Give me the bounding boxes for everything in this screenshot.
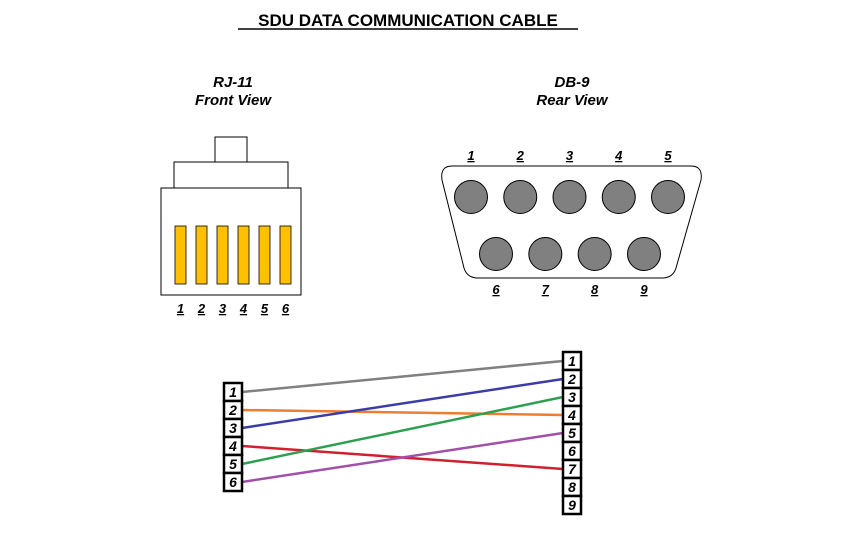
rj11-wire-pin-label: 5 (229, 456, 237, 472)
db9-wire-pin-label: 8 (568, 479, 576, 495)
db9-connector: 1 2 3 4 5 6 7 8 9 (441, 148, 702, 297)
rj11-wire-pin-label: 3 (229, 420, 237, 436)
db9-pin-4 (601, 180, 636, 214)
db9-pin-label: 3 (566, 148, 574, 163)
rj11-contact-1 (174, 225, 187, 285)
rj11-wire-pin-label: 2 (228, 402, 237, 418)
db9-pin-label: 2 (516, 148, 525, 163)
db9-wire-pin-label: 5 (568, 425, 576, 441)
rj11-pin-label: 6 (282, 301, 290, 316)
rj11-pin-label: 3 (219, 301, 227, 316)
db9-pin-8 (577, 237, 612, 271)
wire-2-to-4 (241, 408, 564, 417)
page-title: SDU DATA COMMUNICATION CABLE (258, 11, 558, 30)
db9-pin-7 (528, 237, 563, 271)
db9-wire-pin-label: 1 (568, 353, 576, 369)
db9-wire-pin-label: 3 (568, 389, 576, 405)
rj11-pin-label: 4 (239, 301, 248, 316)
db9-pin-9 (626, 237, 661, 271)
db9-pin-1 (454, 180, 488, 214)
db9-wire-pin-label: 4 (567, 407, 576, 423)
db9-pin-label: 7 (542, 282, 550, 297)
rj11-contact-4 (237, 225, 250, 285)
db9-wire-pin-label: 7 (568, 461, 577, 477)
db9-wire-pin-label: 6 (568, 443, 576, 459)
rj11-pin-label: 2 (197, 301, 206, 316)
rj11-contact-5 (258, 225, 271, 285)
wire-6-to-5 (241, 431, 564, 484)
wiring-diagram: 1 2 3 4 5 6 1 2 3 4 5 6 7 8 9 (222, 350, 583, 516)
db9-pin-label: 8 (591, 282, 599, 297)
db9-pin-label: 4 (614, 148, 623, 163)
rj11-pin-label: 1 (177, 301, 184, 316)
rj11-wire-pin-box-6 (222, 471, 244, 493)
rj11-shoulder (173, 161, 289, 190)
rj11-name: RJ-11 (213, 74, 253, 91)
db9-pin-3 (552, 180, 587, 214)
rj11-contact-2 (195, 225, 208, 285)
db9-pin-label: 9 (640, 282, 648, 297)
rj11-contact-3 (216, 225, 229, 285)
db9-pin-6 (479, 237, 513, 271)
rj11-view-label: Front View (195, 92, 272, 109)
rj11-wire-pin-label: 4 (228, 438, 237, 454)
db9-pin-2 (503, 180, 538, 214)
rj11-latch (214, 136, 248, 164)
db9-view-label: Rear View (536, 92, 608, 109)
rj11-wire-pin-label: 1 (229, 384, 237, 400)
rj11-wire-pin-label: 6 (229, 474, 237, 490)
db9-pin-label: 1 (467, 148, 474, 163)
db9-wire-pin-label: 2 (567, 371, 576, 387)
rj11-contact-6 (279, 225, 292, 285)
rj11-pin-column: 1 2 3 4 5 6 (222, 381, 244, 493)
wire-1-to-1 (241, 359, 564, 394)
db9-name: DB-9 (554, 74, 590, 91)
db9-wire-pin-box-9 (561, 494, 583, 516)
rj11-pin-label: 5 (261, 301, 269, 316)
wire-3-to-2 (241, 377, 564, 430)
wire-5-to-3 (241, 395, 564, 466)
db9-pin-5 (651, 180, 685, 214)
db9-wire-pin-label: 9 (568, 497, 576, 513)
db9-pin-label: 5 (664, 148, 672, 163)
db9-pin-label: 6 (492, 282, 500, 297)
db9-pin-column: 1 2 3 4 5 6 7 8 9 (561, 350, 583, 516)
